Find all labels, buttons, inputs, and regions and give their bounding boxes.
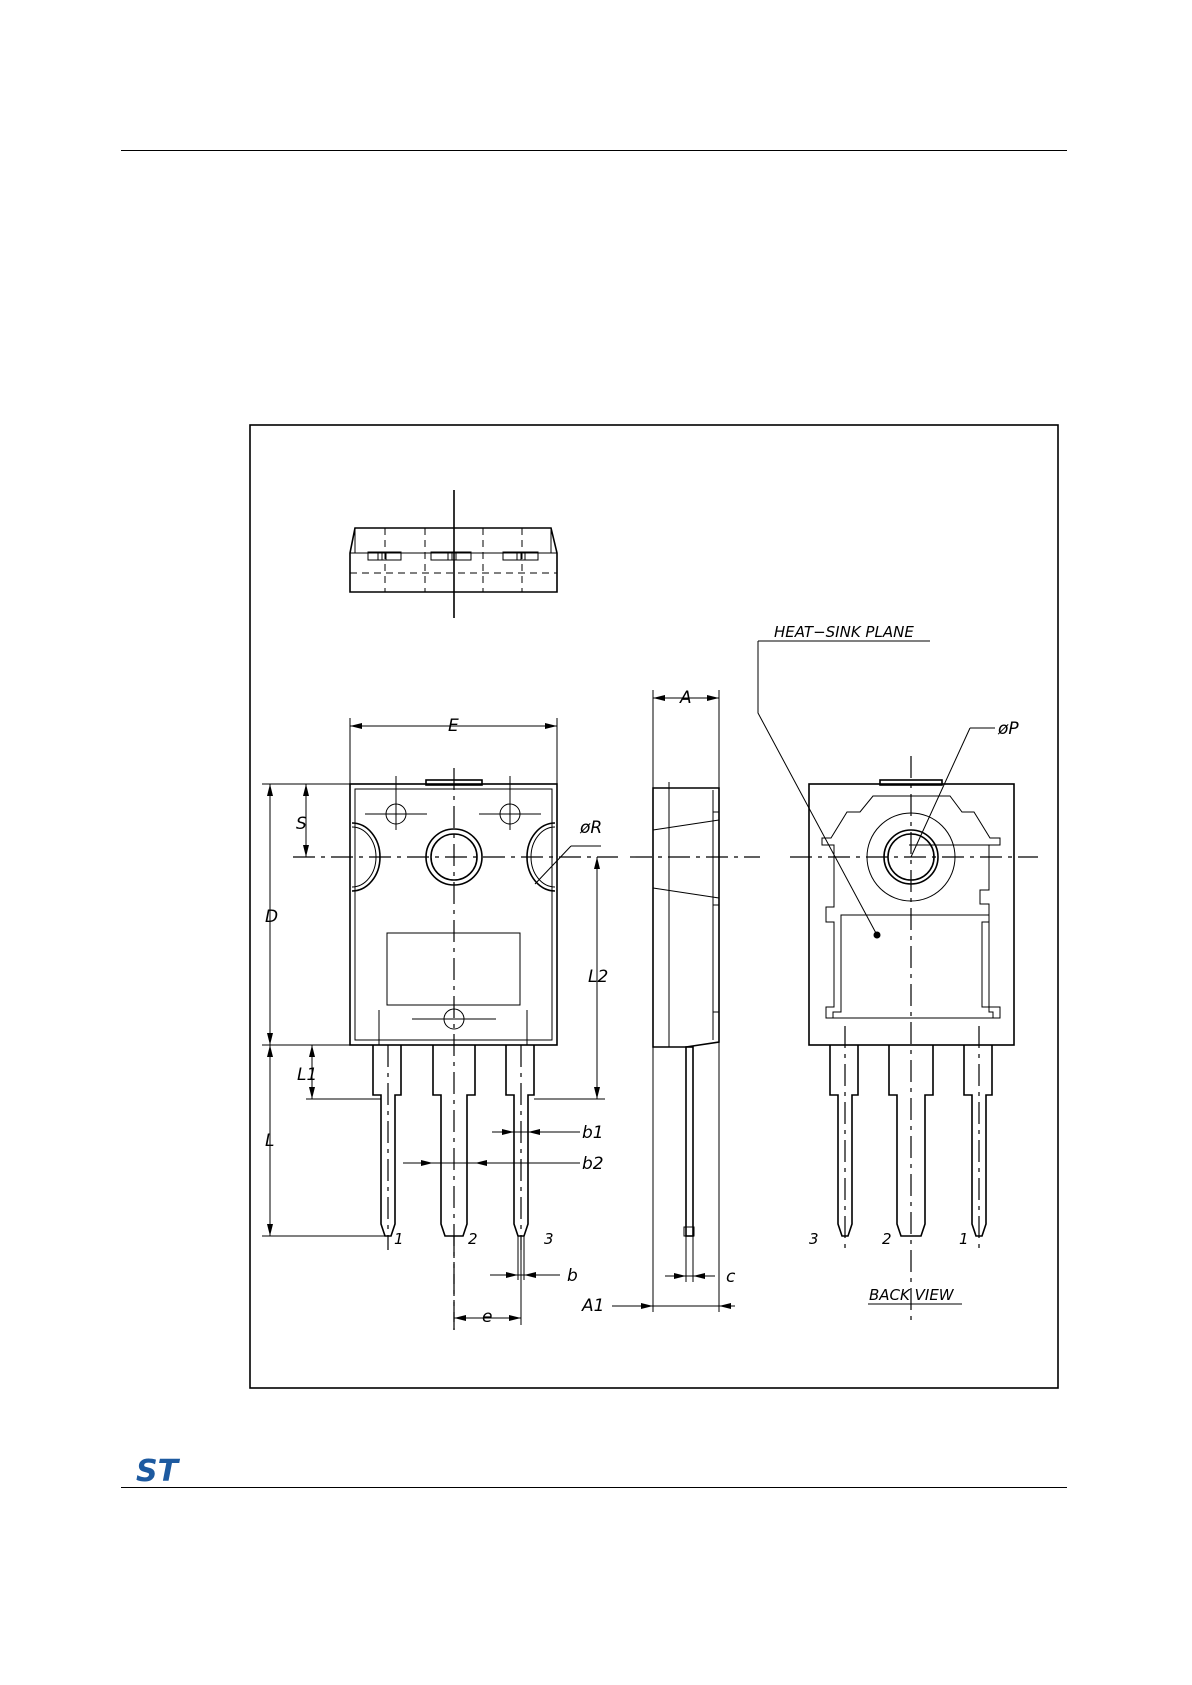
label-b2: b2 [582,1154,604,1174]
front-dimensions [262,718,605,1325]
side-view [612,690,760,1312]
label-E: E [448,716,459,736]
label-e: e [482,1307,492,1327]
back-pin-1: 1 [959,1230,969,1248]
logo-text: ST [136,1454,181,1489]
label-A: A [679,688,692,708]
back-view [758,641,1038,1320]
front-pin-1: 1 [394,1230,404,1248]
label-S: S [296,814,307,834]
label-b: b [567,1266,578,1286]
label-b1: b1 [582,1123,604,1143]
dimension-labels: E A S D L L1 L2 øR b1 b2 b c e A1 øP HEA… [265,623,1019,1327]
label-A1: A1 [581,1296,604,1316]
top-view [350,490,557,618]
label-phiP: øP [997,719,1019,739]
front-pin-2: 2 [468,1230,478,1248]
label-L1: L1 [297,1065,317,1085]
drawing-frame [250,425,1058,1388]
front-pin-3: 3 [544,1230,554,1248]
front-view [293,768,618,1330]
label-D: D [265,907,278,927]
st-logo: ST [132,1454,190,1489]
label-c: c [726,1267,736,1287]
label-back-view: BACK VIEW [869,1286,955,1304]
back-pin-3: 3 [809,1230,819,1248]
label-L2: L2 [588,967,608,987]
label-phiR: øR [579,818,602,838]
label-L: L [265,1131,274,1151]
back-pin-2: 2 [882,1230,892,1248]
label-heatsink-plane: HEAT−SINK PLANE [774,623,914,641]
